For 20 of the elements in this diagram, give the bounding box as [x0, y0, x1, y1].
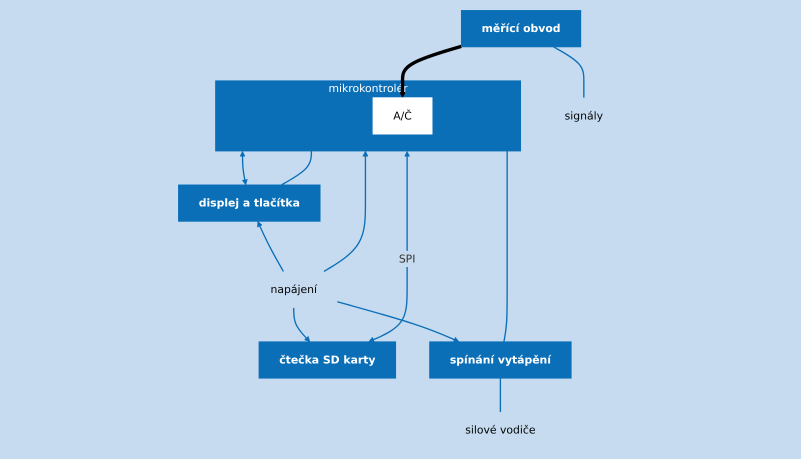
- arrow: [239, 151, 248, 186]
- connector: [280, 151, 312, 186]
- node-box: displej a tlačítka: [178, 184, 320, 222]
- connector: [499, 378, 501, 412]
- node-box: spínání vytápění: [428, 341, 572, 379]
- arrow: [292, 308, 310, 342]
- node-box: měřící obvod: [460, 10, 581, 48]
- arrow: [399, 44, 462, 98]
- arrow: [323, 150, 368, 272]
- connector: [502, 151, 508, 342]
- node-text: signály: [564, 109, 603, 122]
- node-text: silové vodiče: [464, 424, 536, 436]
- node-box: čtečka SD karty: [258, 341, 396, 379]
- node-text: napájení: [270, 282, 317, 296]
- edge-label: SPI: [398, 252, 416, 265]
- connector: [552, 46, 584, 98]
- arrow: [368, 151, 410, 342]
- arrow: [256, 221, 284, 272]
- arrow: [336, 301, 459, 342]
- node-box: A/Č: [372, 97, 432, 134]
